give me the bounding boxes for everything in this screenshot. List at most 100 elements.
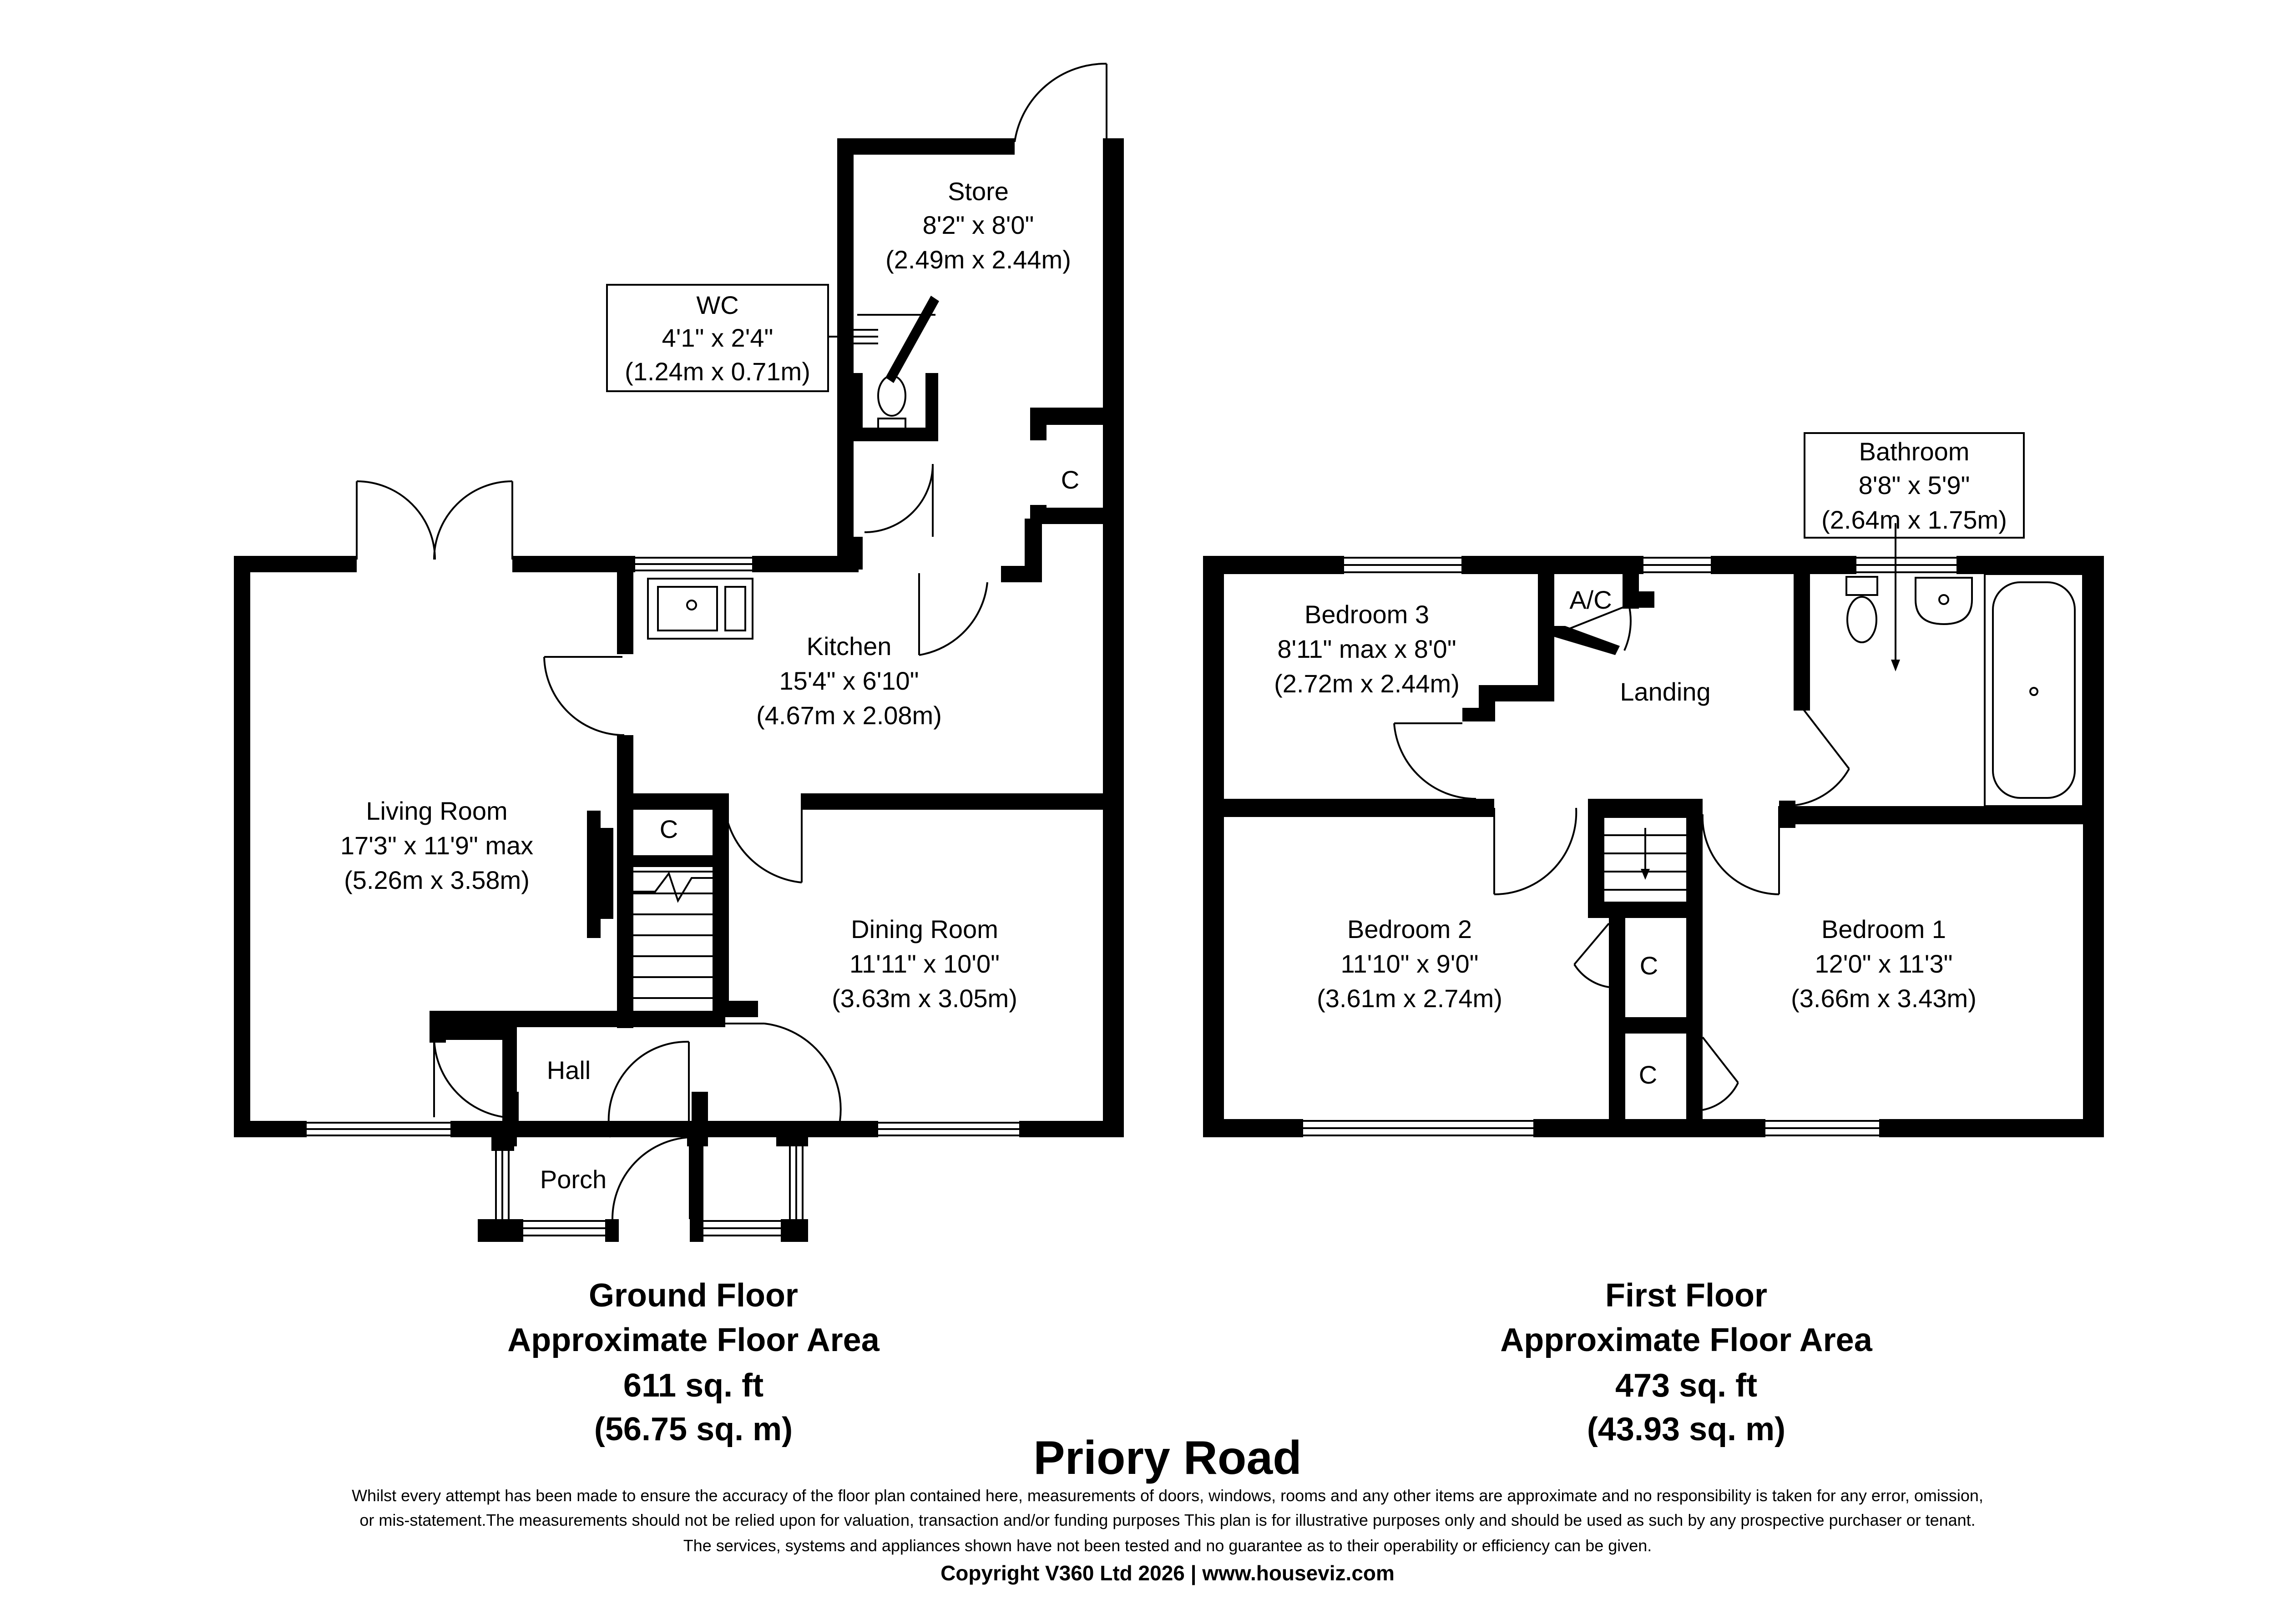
wall [234, 1121, 307, 1137]
window [1643, 557, 1711, 573]
wall [617, 735, 633, 841]
wall [1203, 556, 1344, 574]
first-floor-caption: First Floor Approximate Floor Area 473 s… [1500, 1277, 1872, 1447]
cupboard-label: C [660, 815, 678, 843]
wall [605, 1219, 619, 1242]
wall [801, 793, 1124, 810]
svg-text:Ground Floor: Ground Floor [589, 1277, 798, 1314]
room-landing: Landing [1620, 677, 1710, 706]
wall [617, 855, 713, 867]
bath-icon [1984, 573, 2084, 807]
door [543, 656, 625, 736]
room-bathroom: Bathroom 8'8" x 5'9" (2.64m x 1.75m) [1821, 437, 2007, 534]
cupboard-label: C [1639, 1060, 1657, 1089]
svg-text:(3.61m x 2.74m): (3.61m x 2.74m) [1317, 984, 1502, 1013]
wall [1879, 1119, 2104, 1137]
svg-text:Living Room: Living Room [366, 797, 507, 825]
wall [1462, 708, 1495, 721]
wall [851, 428, 937, 441]
svg-text:(5.26m x 3.58m): (5.26m x 3.58m) [344, 866, 530, 894]
svg-text:11'10" x 9'0": 11'10" x 9'0" [1341, 949, 1479, 978]
room-hall: Hall [547, 1056, 591, 1084]
svg-text:First Floor: First Floor [1605, 1277, 1767, 1314]
toilet-icon [1845, 576, 1878, 643]
wall [2083, 556, 2104, 1137]
svg-text:Bedroom 2: Bedroom 2 [1347, 915, 1472, 943]
sink-icon [647, 578, 753, 640]
wall [1588, 799, 1702, 817]
wall [430, 1024, 502, 1040]
wall [837, 537, 863, 570]
wall [234, 556, 250, 1137]
bathroom-label-box [1804, 432, 2025, 539]
wall [491, 1128, 514, 1151]
wall [478, 1219, 514, 1242]
staircase [1604, 816, 1686, 891]
ground-floor-caption: Ground Floor Approximate Floor Area 611 … [507, 1277, 880, 1447]
window [1344, 557, 1461, 573]
svg-text:8'8" x 5'9": 8'8" x 5'9" [1859, 471, 1970, 499]
wall [1588, 902, 1703, 918]
wall [1538, 574, 1554, 701]
svg-text:(2.72m x 2.44m): (2.72m x 2.44m) [1274, 669, 1460, 698]
window [878, 1122, 1019, 1136]
window [1856, 557, 1956, 573]
french-door [356, 480, 513, 560]
door [1701, 808, 1780, 895]
window [635, 557, 752, 571]
copyright: Copyright V360 Ltd 2026 | www.houseviz.c… [940, 1561, 1395, 1585]
wall [1030, 508, 1124, 524]
door [1393, 722, 1476, 800]
svg-text:(2.64m x 1.75m): (2.64m x 1.75m) [1821, 505, 2007, 534]
svg-text:Whilst every attempt has been: Whilst every attempt has been made to en… [352, 1486, 1983, 1505]
wall [1001, 566, 1042, 582]
staircase [633, 871, 713, 999]
svg-text:12'0" x 11'3": 12'0" x 11'3" [1815, 949, 1953, 978]
svg-text:(43.93 sq. m): (43.93 sq. m) [1587, 1411, 1785, 1447]
svg-text:(56.75 sq. m): (56.75 sq. m) [594, 1411, 793, 1447]
door [1573, 923, 1610, 988]
svg-text:Store: Store [948, 177, 1009, 206]
wall [1103, 138, 1124, 408]
wall [925, 373, 938, 441]
ground-floor-plan: Store 8'2" x 8'0" (2.49m x 2.44m) WC 4'1… [234, 62, 1124, 1242]
disclaimer: Whilst every attempt has been made to en… [352, 1486, 1983, 1555]
wall [1778, 806, 1795, 826]
first-floor-plan: Bathroom 8'8" x 5'9" (2.64m x 1.75m) Bed… [1203, 432, 2104, 1137]
svg-text:WC: WC [696, 291, 738, 319]
window [1303, 1120, 1533, 1136]
wall [1203, 799, 1494, 817]
svg-text:Dining Room: Dining Room [851, 915, 998, 943]
svg-text:or mis-statement.The measureme: or mis-statement.The measurements should… [359, 1511, 1975, 1529]
window [495, 1146, 804, 1236]
cupboard-label: C [1061, 465, 1079, 494]
cupboard-label: C [1640, 951, 1658, 980]
svg-text:Kitchen: Kitchen [807, 632, 892, 661]
room-porch: Porch [540, 1165, 607, 1194]
wall [1203, 556, 1224, 1137]
wall [1554, 626, 1620, 655]
wall [1588, 799, 1604, 917]
room-bedroom-3: Bedroom 3 8'11" max x 8'0" (2.72m x 2.44… [1274, 600, 1460, 698]
door [607, 1040, 690, 1138]
door [611, 1136, 691, 1220]
plan-title: Priory Road [1033, 1432, 1301, 1484]
svg-text:15'4" x 6'10": 15'4" x 6'10" [779, 666, 919, 695]
airing-cupboard-label: A/C [1569, 585, 1612, 614]
wall [1203, 1119, 1303, 1137]
door [723, 793, 803, 883]
svg-text:8'11" max x 8'0": 8'11" max x 8'0" [1277, 635, 1456, 663]
wall [1779, 806, 2104, 824]
wall [234, 556, 357, 572]
svg-text:(2.49m x 2.44m): (2.49m x 2.44m) [885, 245, 1071, 274]
wall [617, 793, 713, 810]
wall [851, 373, 863, 441]
room-bedroom-2: Bedroom 2 11'10" x 9'0" (3.61m x 2.74m) [1317, 915, 1502, 1013]
svg-text:Bedroom 1: Bedroom 1 [1821, 915, 1946, 943]
svg-text:Bedroom 3: Bedroom 3 [1304, 600, 1429, 629]
svg-text:(4.67m x 2.08m): (4.67m x 2.08m) [756, 701, 942, 730]
wall [1794, 574, 1810, 711]
svg-text:Approximate Floor Area: Approximate Floor Area [507, 1322, 880, 1358]
svg-text:The services, systems and appl: The services, systems and appliances sho… [683, 1536, 1652, 1555]
wall [837, 138, 1015, 155]
